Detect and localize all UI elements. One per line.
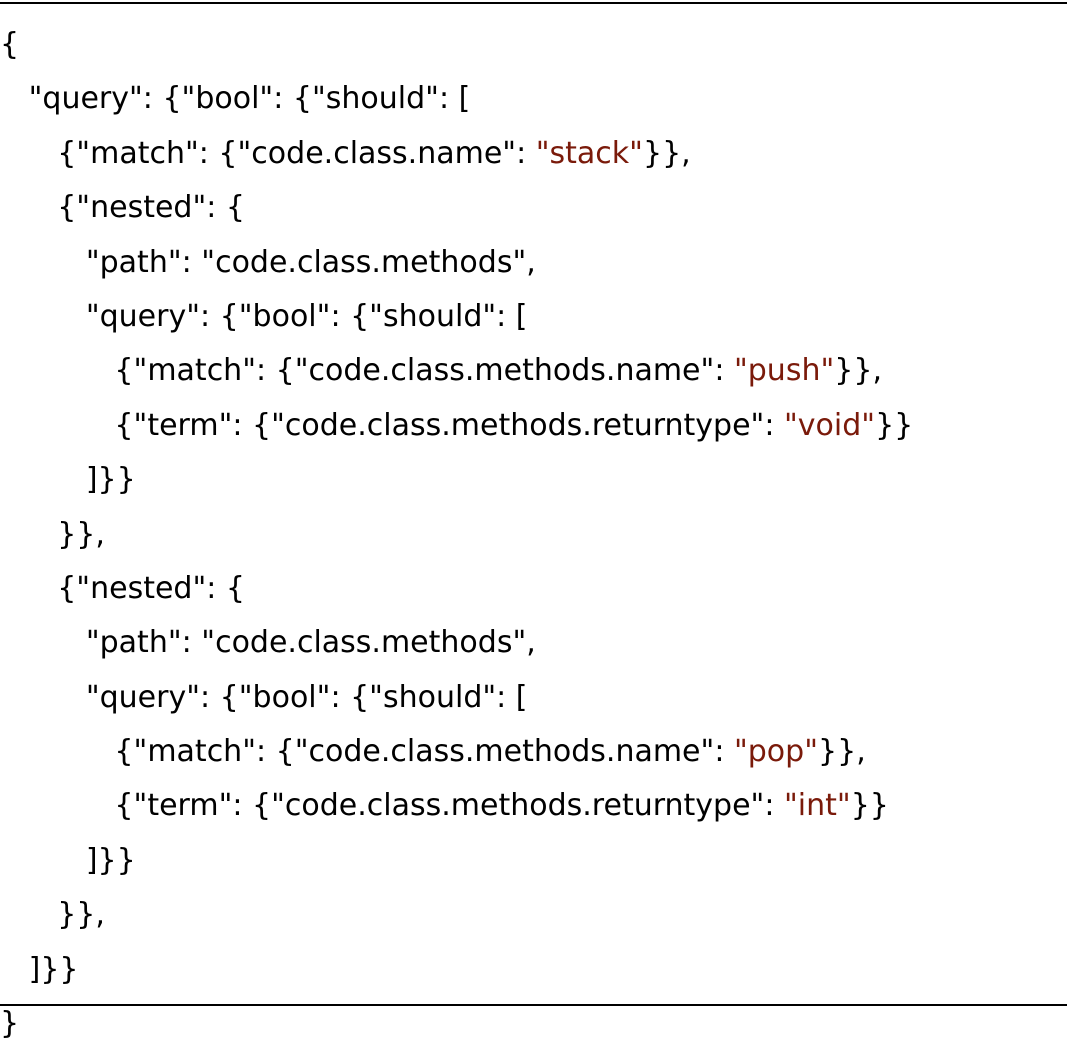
- code-text: {"match": {"code.class.methods.name":: [0, 734, 734, 770]
- bottom-rule: [0, 1004, 1067, 1006]
- string-literal: "void": [784, 407, 876, 443]
- string-literal: "stack": [535, 135, 643, 171]
- code-line: ]}}: [0, 453, 1067, 507]
- code-text: ]}}: [0, 842, 136, 878]
- string-literal: "int": [784, 788, 851, 824]
- code-line: ]}}: [0, 834, 1067, 888]
- code-text: {"match": {"code.class.name":: [0, 135, 536, 171]
- code-line: {"match": {"code.class.methods.name": "p…: [0, 344, 1067, 398]
- code-text: ]}}: [0, 951, 79, 987]
- code-text: {"term": {"code.class.methods.returntype…: [0, 407, 784, 443]
- code-text: }: [0, 1006, 20, 1042]
- code-text: {: [0, 27, 20, 62]
- code-text: {"term": {"code.class.methods.returntype…: [0, 788, 784, 824]
- code-text: }}: [875, 407, 914, 443]
- code-line: }},: [0, 888, 1067, 942]
- code-text: "path": "code.class.methods",: [0, 625, 536, 661]
- code-line: "query": {"bool": {"should": [: [0, 72, 1067, 126]
- code-text: }},: [642, 135, 691, 171]
- code-text: }}: [850, 788, 889, 824]
- code-text: "path": "code.class.methods",: [0, 244, 536, 280]
- string-literal: "pop": [733, 734, 819, 770]
- top-rule: [0, 2, 1067, 4]
- code-text: ]}}: [0, 462, 136, 498]
- code-text: }},: [0, 516, 105, 552]
- code-text: {"nested": {: [0, 190, 245, 226]
- code-line: }},: [0, 508, 1067, 562]
- code-text: {"nested": {: [0, 570, 245, 606]
- code-line: "path": "code.class.methods",: [0, 236, 1067, 290]
- code-text: }},: [0, 897, 105, 933]
- code-line: "query": {"bool": {"should": [: [0, 290, 1067, 344]
- code-text: "query": {"bool": {"should": [: [0, 81, 471, 117]
- code-line: {: [0, 18, 1067, 72]
- code-line: ]}}: [0, 943, 1067, 997]
- code-line: {"term": {"code.class.methods.returntype…: [0, 399, 1067, 453]
- code-text: }},: [834, 353, 882, 389]
- code-line: "query": {"bool": {"should": [: [0, 671, 1067, 725]
- string-literal: "push": [733, 353, 835, 389]
- code-line: {"term": {"code.class.methods.returntype…: [0, 779, 1067, 833]
- code-line: {"nested": {: [0, 181, 1067, 235]
- code-line: {"match": {"code.class.methods.name": "p…: [0, 725, 1067, 779]
- code-block: { "query": {"bool": {"should": [ {"match…: [0, 18, 1067, 1051]
- code-text: "query": {"bool": {"should": [: [0, 679, 528, 715]
- code-line: "path": "code.class.methods",: [0, 616, 1067, 670]
- code-text: "query": {"bool": {"should": [: [0, 298, 528, 334]
- code-text: }},: [818, 734, 866, 770]
- code-line: {"match": {"code.class.name": "stack"}},: [0, 127, 1067, 181]
- code-text: {"match": {"code.class.methods.name":: [0, 353, 734, 389]
- code-line: {"nested": {: [0, 562, 1067, 616]
